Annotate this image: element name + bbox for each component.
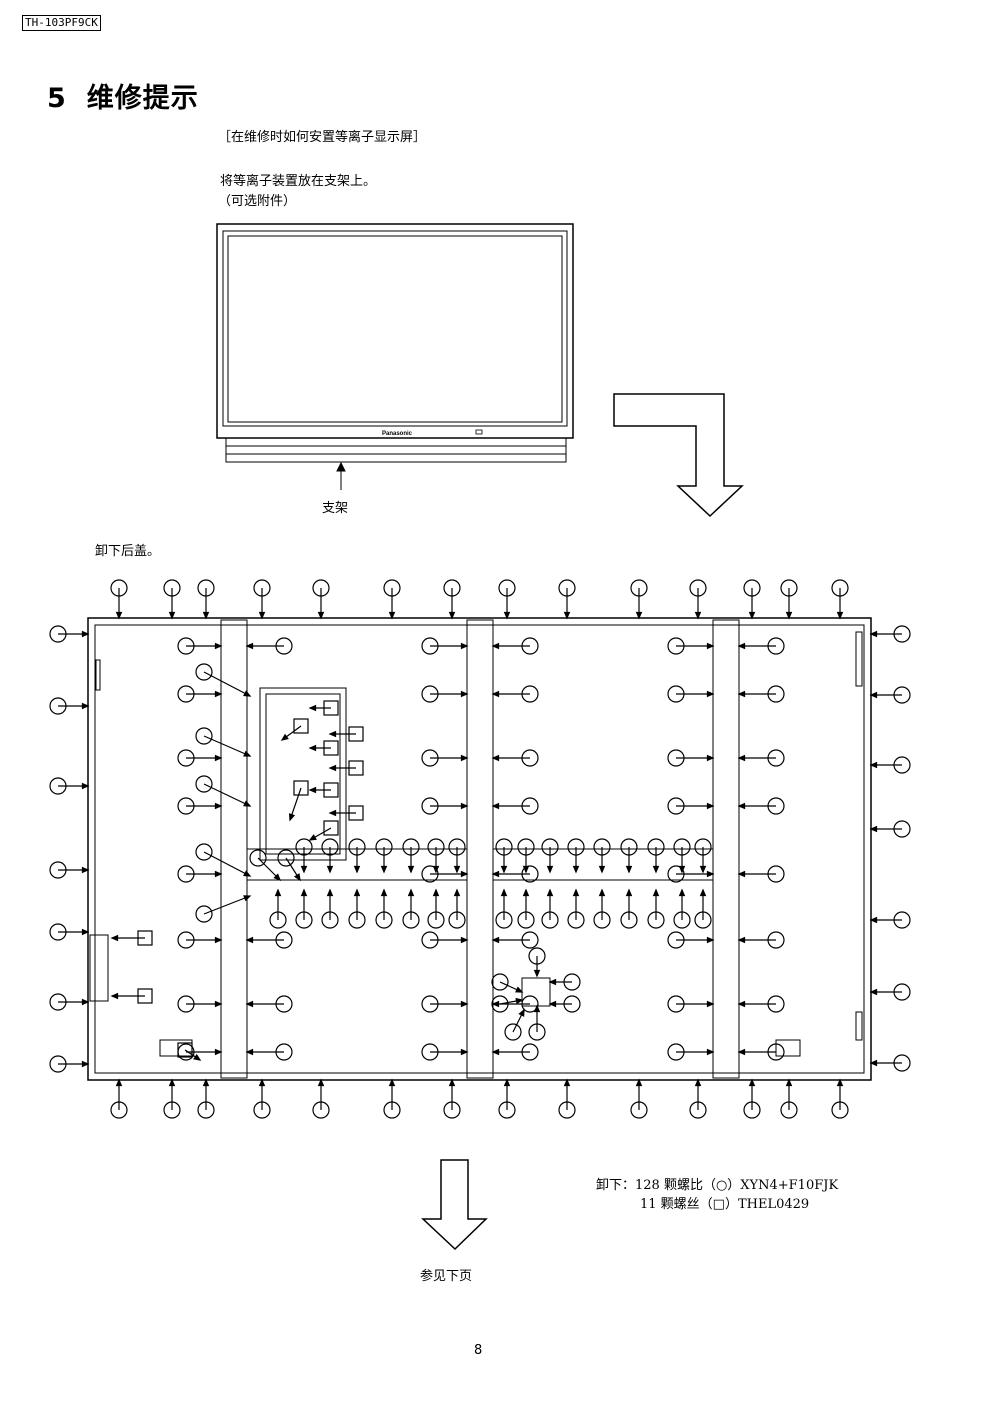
section-number: 5	[47, 83, 67, 114]
next-page-label: 参见下页	[420, 1269, 473, 1284]
bent-arrow-icon	[613, 393, 744, 518]
page-number: 8	[474, 1343, 483, 1358]
tv-illustration	[216, 223, 574, 490]
section-title: 5 维修提示	[47, 76, 219, 115]
back-cover-drawing	[87, 617, 872, 1081]
step1-note: （可选附件）	[218, 194, 297, 209]
step1-text: 将等离子装置放在支架上。	[220, 174, 377, 189]
legend-round-screws: 卸下：128 颗螺比（○）XYN4+F10FJK	[596, 1178, 839, 1193]
model-tag: TH-103PF9CK	[22, 15, 101, 31]
section-heading: 维修提示	[86, 83, 199, 114]
caption: ［在维修时如何安置等离子显示屏］	[218, 130, 427, 145]
stand-label: 支架	[322, 501, 349, 516]
legend-square-screws: 11 颗螺丝（□）THEL0429	[640, 1197, 810, 1212]
step2-text: 卸下后盖。	[95, 544, 161, 559]
tv-brand-logo: Panasonic	[382, 431, 413, 437]
down-arrow-icon	[421, 1159, 488, 1251]
screw-callouts	[49, 579, 911, 1119]
